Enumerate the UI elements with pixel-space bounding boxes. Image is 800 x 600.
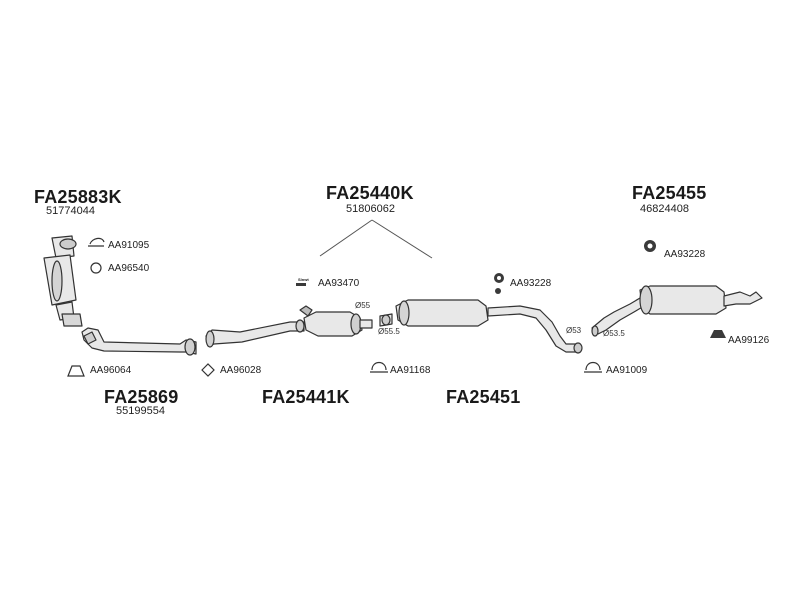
assembly-ref-51774044: 51774044 (46, 205, 95, 217)
bracket-icon (710, 330, 726, 338)
assembly-ref-51806062: 51806062 (346, 203, 395, 215)
assembly-code-fa25883k: FA25883K (34, 187, 122, 207)
part-label-aa91009: AA91009 (606, 365, 648, 376)
gasket-diamond-icon (201, 363, 215, 377)
clamp-icon (88, 237, 105, 247)
front-silencer (299, 305, 373, 337)
part-label-aa91095: AA91095 (108, 240, 150, 251)
part-label-aa96064: AA96064 (90, 365, 132, 376)
assembly-ref-46824408: 46824408 (640, 203, 689, 215)
intermediate-pipe (205, 319, 305, 348)
pipe-joint-middle (379, 313, 393, 327)
u-clamp-icon (584, 361, 602, 373)
assembly-code-fa25451: FA25451 (446, 387, 521, 407)
rubber-mount-icon (495, 288, 501, 294)
part-label-aa93228-right: AA93228 (664, 249, 706, 260)
assembly-code-fa25455: FA25455 (632, 183, 707, 203)
part-label-aa96540: AA96540 (108, 263, 150, 274)
diameter-label-53: Ø53 (566, 326, 582, 335)
part-label-aa93470: AA93470 (318, 278, 360, 289)
diameter-label-55: Ø55 (355, 301, 371, 310)
assembly-ref-55199554: 55199554 (116, 405, 165, 417)
gasket-triangle-icon (67, 365, 85, 377)
u-clamp-icon (370, 361, 388, 373)
assembly-code-fa25440k: FA25440K (326, 183, 414, 203)
middle-silencer (395, 299, 583, 354)
part-label-aa91168: AA91168 (390, 365, 431, 376)
diameter-label-53-5: Ø53.5 (603, 329, 625, 338)
gasket-ring-icon (90, 262, 102, 274)
catalytic-converter-front (43, 235, 83, 327)
rear-silencer (591, 285, 763, 337)
bolt-tag: Slnwt (298, 277, 309, 282)
part-label-aa93228-mid: AA93228 (510, 278, 552, 289)
front-pipe (81, 327, 197, 356)
diameter-label-55-5: Ø55.5 (378, 327, 400, 336)
part-label-aa96028: AA96028 (220, 365, 262, 376)
bolt-icon (296, 283, 306, 286)
assembly-code-fa25441k: FA25441K (262, 387, 350, 407)
assembly-code-fa25869: FA25869 (104, 387, 179, 407)
part-label-aa99126: AA99126 (728, 335, 770, 346)
